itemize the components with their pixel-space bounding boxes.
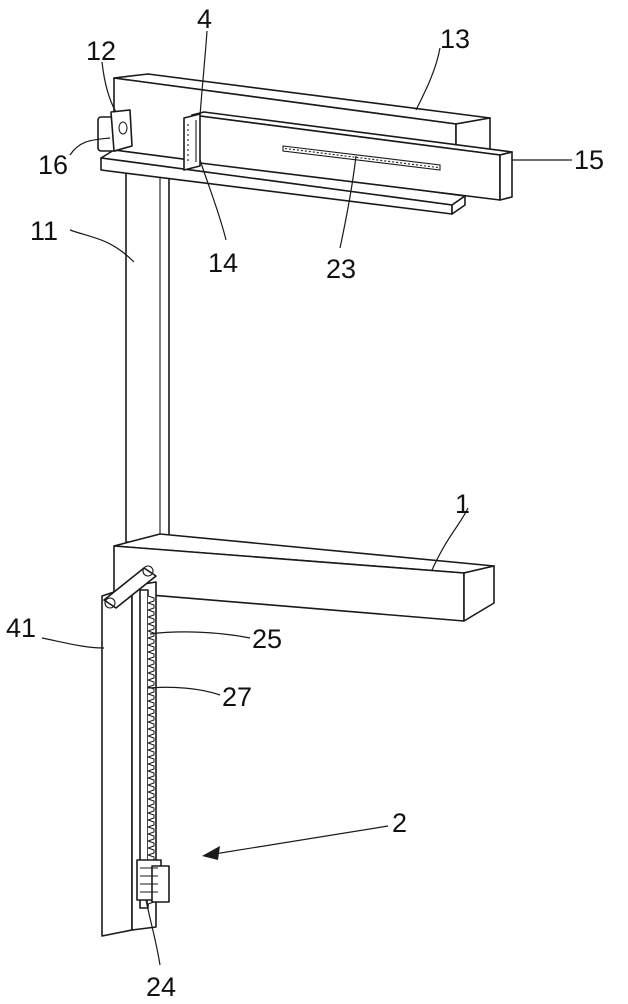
label-23: 23	[326, 254, 356, 284]
label-13: 13	[440, 24, 470, 54]
slider-block	[184, 114, 200, 170]
label-24: 24	[146, 972, 176, 1002]
label-12: 12	[86, 36, 116, 66]
horizontal-arm	[114, 534, 494, 621]
label-27: 27	[222, 682, 252, 712]
label-4: 4	[197, 4, 212, 34]
bottom-slider-block	[137, 860, 169, 902]
label-25: 25	[252, 624, 282, 654]
label-41: 41	[6, 613, 36, 643]
end-clamp	[98, 110, 132, 151]
label-15: 15	[574, 145, 604, 175]
label-16: 16	[38, 150, 68, 180]
vertical-column	[126, 170, 169, 542]
label-14: 14	[208, 248, 238, 278]
label-11: 11	[30, 216, 58, 246]
label-2: 2	[392, 808, 407, 838]
label-1: 1	[455, 489, 470, 519]
